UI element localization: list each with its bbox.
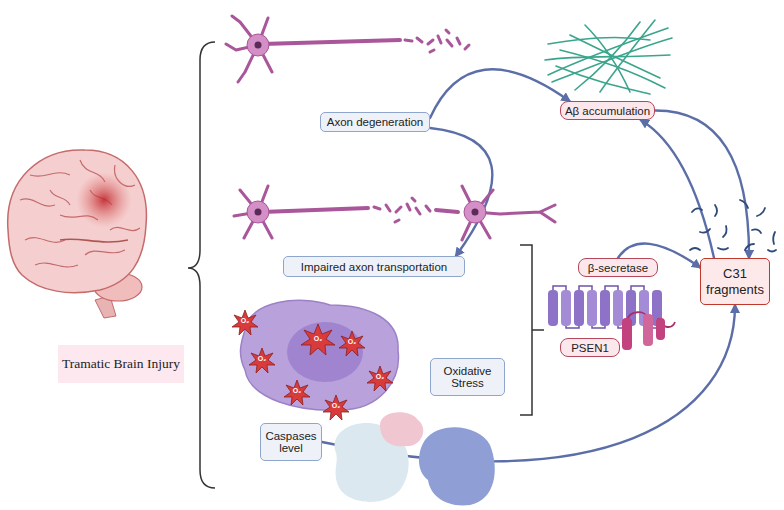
psen1-protein bbox=[622, 312, 675, 350]
group-brace bbox=[188, 42, 215, 488]
oxygen-label: O₂ bbox=[370, 373, 390, 380]
process-box: Axon degeneration bbox=[320, 112, 430, 132]
box-text: Aβ accumulation bbox=[565, 105, 650, 117]
flow-arrow bbox=[430, 128, 492, 256]
box-text: Oxidative Stress bbox=[431, 365, 504, 389]
title-label: Tramatic Brain Injury bbox=[58, 345, 184, 383]
caspase-blobs bbox=[335, 412, 495, 505]
group-bracket bbox=[520, 245, 544, 415]
oxygen-label: O₂ bbox=[235, 317, 255, 324]
amyloid-fibrils bbox=[545, 20, 672, 94]
oxygen-label: O₂ bbox=[252, 355, 272, 362]
oxygen-label: O₂ bbox=[326, 402, 346, 409]
box-text: C31 fragments bbox=[701, 266, 769, 297]
flow-arrow bbox=[641, 120, 714, 258]
process-box: Impaired axon transportation bbox=[283, 256, 465, 277]
oxygen-label: O₂ bbox=[287, 387, 307, 394]
box-text: Tramatic Brain Injury bbox=[62, 356, 180, 372]
flow-arrow bbox=[655, 110, 749, 258]
box-text: Caspases level bbox=[261, 430, 321, 454]
process-box: Caspases level bbox=[260, 423, 322, 461]
neuron-pair bbox=[234, 186, 555, 240]
box-text: Impaired axon transportation bbox=[301, 261, 447, 273]
enzyme-box: β-secretase bbox=[578, 258, 658, 277]
brain-illustration bbox=[8, 150, 147, 318]
result-box: C31 fragments bbox=[700, 258, 770, 305]
enzyme-box: PSEN1 bbox=[560, 338, 620, 357]
oxygen-label: O₂ bbox=[342, 338, 362, 345]
box-text: β-secretase bbox=[588, 262, 648, 274]
degenerating-neuron bbox=[226, 16, 469, 82]
peptide-fragments bbox=[690, 200, 776, 252]
process-box: Oxidative Stress bbox=[430, 358, 505, 396]
oxygen-label: O₂ bbox=[308, 335, 328, 342]
box-text: Axon degeneration bbox=[327, 116, 424, 128]
outcome-box: Aβ accumulation bbox=[560, 101, 655, 120]
flow-arrow bbox=[430, 69, 570, 118]
stressed-cell bbox=[240, 300, 398, 410]
box-text: PSEN1 bbox=[571, 342, 609, 354]
ros-stars bbox=[232, 310, 393, 420]
